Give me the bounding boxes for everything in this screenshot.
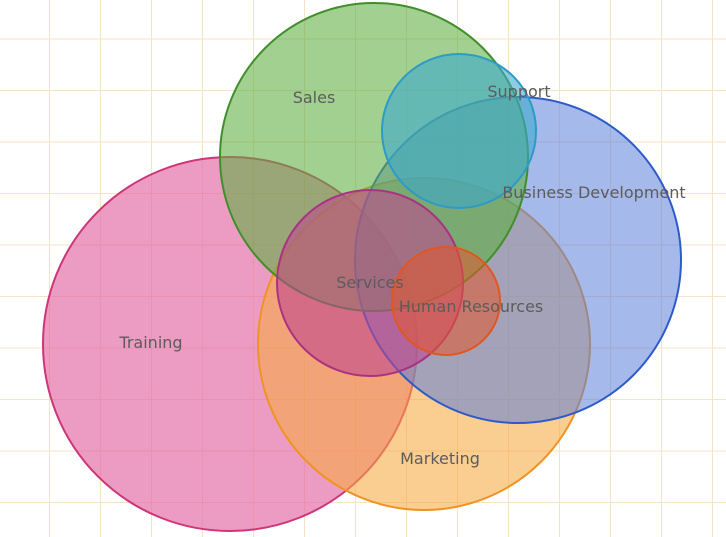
- label-business-development: Business Development: [502, 183, 685, 202]
- circle-human-resources[interactable]: [391, 246, 501, 356]
- label-sales: Sales: [293, 88, 336, 107]
- label-services: Services: [336, 273, 403, 292]
- label-training: Training: [118, 333, 182, 352]
- circle-support[interactable]: [381, 53, 537, 209]
- label-marketing: Marketing: [400, 449, 480, 468]
- label-human-resources: Human Resources: [399, 297, 544, 316]
- label-support: Support: [487, 82, 550, 101]
